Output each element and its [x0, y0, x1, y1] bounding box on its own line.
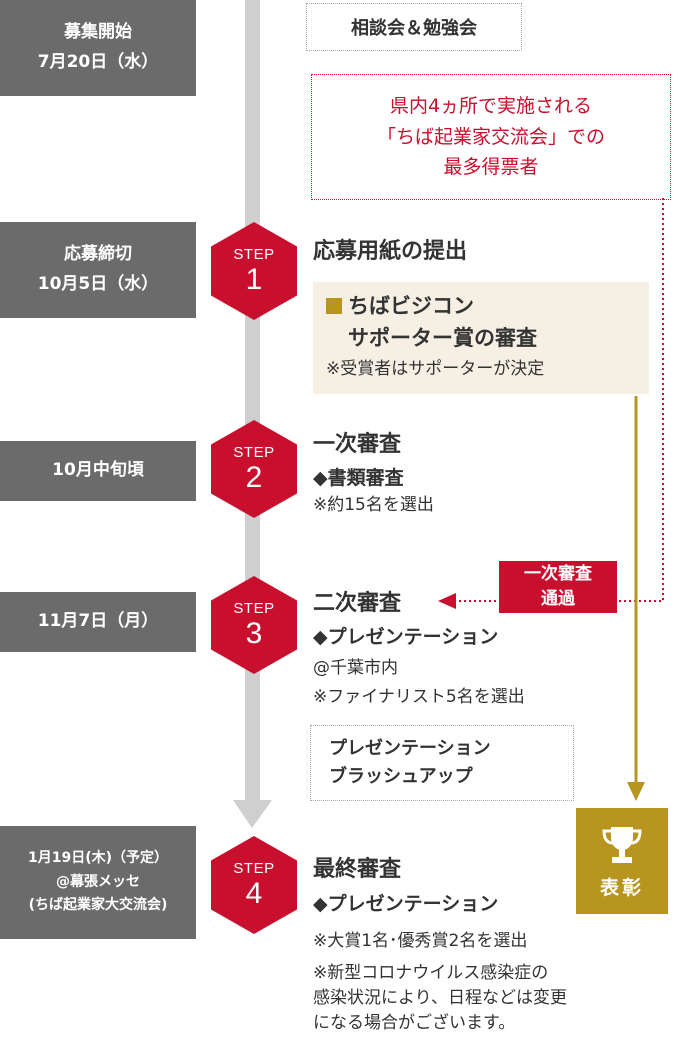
- step-4-method: ◆プレゼンテーション: [313, 893, 499, 915]
- date-second-review: 11月7日（月）: [0, 592, 196, 652]
- brushup-line: ブラッシュアップ: [329, 766, 473, 787]
- step-3-venue: @千葉市内: [313, 658, 398, 678]
- step-4-note-covid-3: になる場合がございます。: [313, 1013, 516, 1033]
- award-box: 表彰: [576, 808, 668, 914]
- step-3-method: ◆プレゼンテーション: [313, 626, 499, 648]
- date-value: 1月19日(木)（予定）: [27, 849, 169, 866]
- step-3-title: 二次審査: [313, 591, 402, 616]
- supporter-connector-arrowhead: [627, 782, 645, 801]
- exchange-box-line: 「ちば起業家交流会」での: [376, 125, 605, 148]
- trophy-icon: [602, 826, 642, 863]
- supporter-award-box: ちばビジコン サポーター賞の審査 ※受賞者はサポーターが決定: [313, 282, 649, 394]
- step-label: STEP: [233, 860, 275, 877]
- step-label: STEP: [233, 600, 275, 617]
- step-label: STEP: [233, 246, 275, 263]
- supporter-note: ※受賞者はサポーターが決定: [326, 359, 545, 379]
- step-number: 1: [245, 262, 263, 296]
- date-value: 10月5日（水）: [37, 274, 159, 294]
- date-final-review: 1月19日(木)（予定） @幕張メッセ (ちば起業家大交流会): [0, 826, 196, 939]
- consult-box-text: 相談会＆勉強会: [351, 18, 477, 39]
- step-number: 3: [245, 616, 263, 650]
- consult-box: 相談会＆勉強会: [306, 3, 522, 51]
- step-label: STEP: [233, 444, 275, 461]
- step-2-title: 一次審査: [313, 432, 402, 457]
- exchange-box: 県内4ヵ所で実施される 「ちば起業家交流会」での 最多得票者: [311, 74, 671, 200]
- step-4-note-award: ※大賞1名･優秀賞2名を選出: [313, 931, 528, 951]
- brushup-line: プレゼンテーション: [329, 738, 491, 760]
- step-2-method: ◆書類審査: [313, 467, 404, 489]
- step-number: 2: [245, 460, 263, 494]
- gold-square-icon: [326, 298, 342, 314]
- step-1-title: 応募用紙の提出: [313, 239, 468, 264]
- date-value: 11月7日（月）: [37, 611, 159, 632]
- step-2-badge: STEP 2: [211, 420, 297, 518]
- step-4-note-covid-2: 感染状況により、日程などは変更: [313, 988, 567, 1008]
- exchange-connector-line: [455, 198, 664, 602]
- timeline-line: [245, 0, 260, 800]
- exchange-connector-arrowhead: [438, 593, 456, 609]
- first-review-pass-label: 一次審査 通過: [499, 561, 617, 613]
- step-4-note-covid-1: ※新型コロナウイルス感染症の: [313, 963, 549, 983]
- step-3-note: ※ファイナリスト5名を選出: [313, 687, 525, 707]
- award-label: 表彰: [599, 876, 644, 899]
- timeline-arrowhead: [233, 800, 272, 828]
- date-event: (ちば起業家大交流会): [28, 897, 168, 914]
- date-value: 7月20日（水）: [37, 52, 159, 72]
- date-recruit-start: 募集開始 7月20日（水）: [0, 0, 196, 96]
- date-first-review: 10月中旬頃: [0, 441, 196, 501]
- supporter-title-line2: サポーター賞の審査: [348, 326, 537, 350]
- exchange-box-line: 県内4ヵ所で実施される: [389, 95, 593, 118]
- date-deadline: 応募締切 10月5日（水）: [0, 222, 196, 318]
- step-number: 4: [245, 876, 263, 910]
- date-label: 応募締切: [64, 244, 132, 265]
- brushup-box: プレゼンテーション ブラッシュアップ: [310, 725, 574, 801]
- step-4-title: 最終審査: [313, 857, 402, 882]
- step-2-note: ※約15名を選出: [313, 495, 434, 515]
- date-label: 募集開始: [64, 22, 132, 43]
- date-venue: @幕張メッセ: [56, 873, 140, 890]
- exchange-box-line: 最多得票者: [443, 156, 539, 179]
- date-value: 10月中旬頃: [52, 460, 144, 481]
- supporter-title-line1: ちばビジコン: [326, 290, 474, 320]
